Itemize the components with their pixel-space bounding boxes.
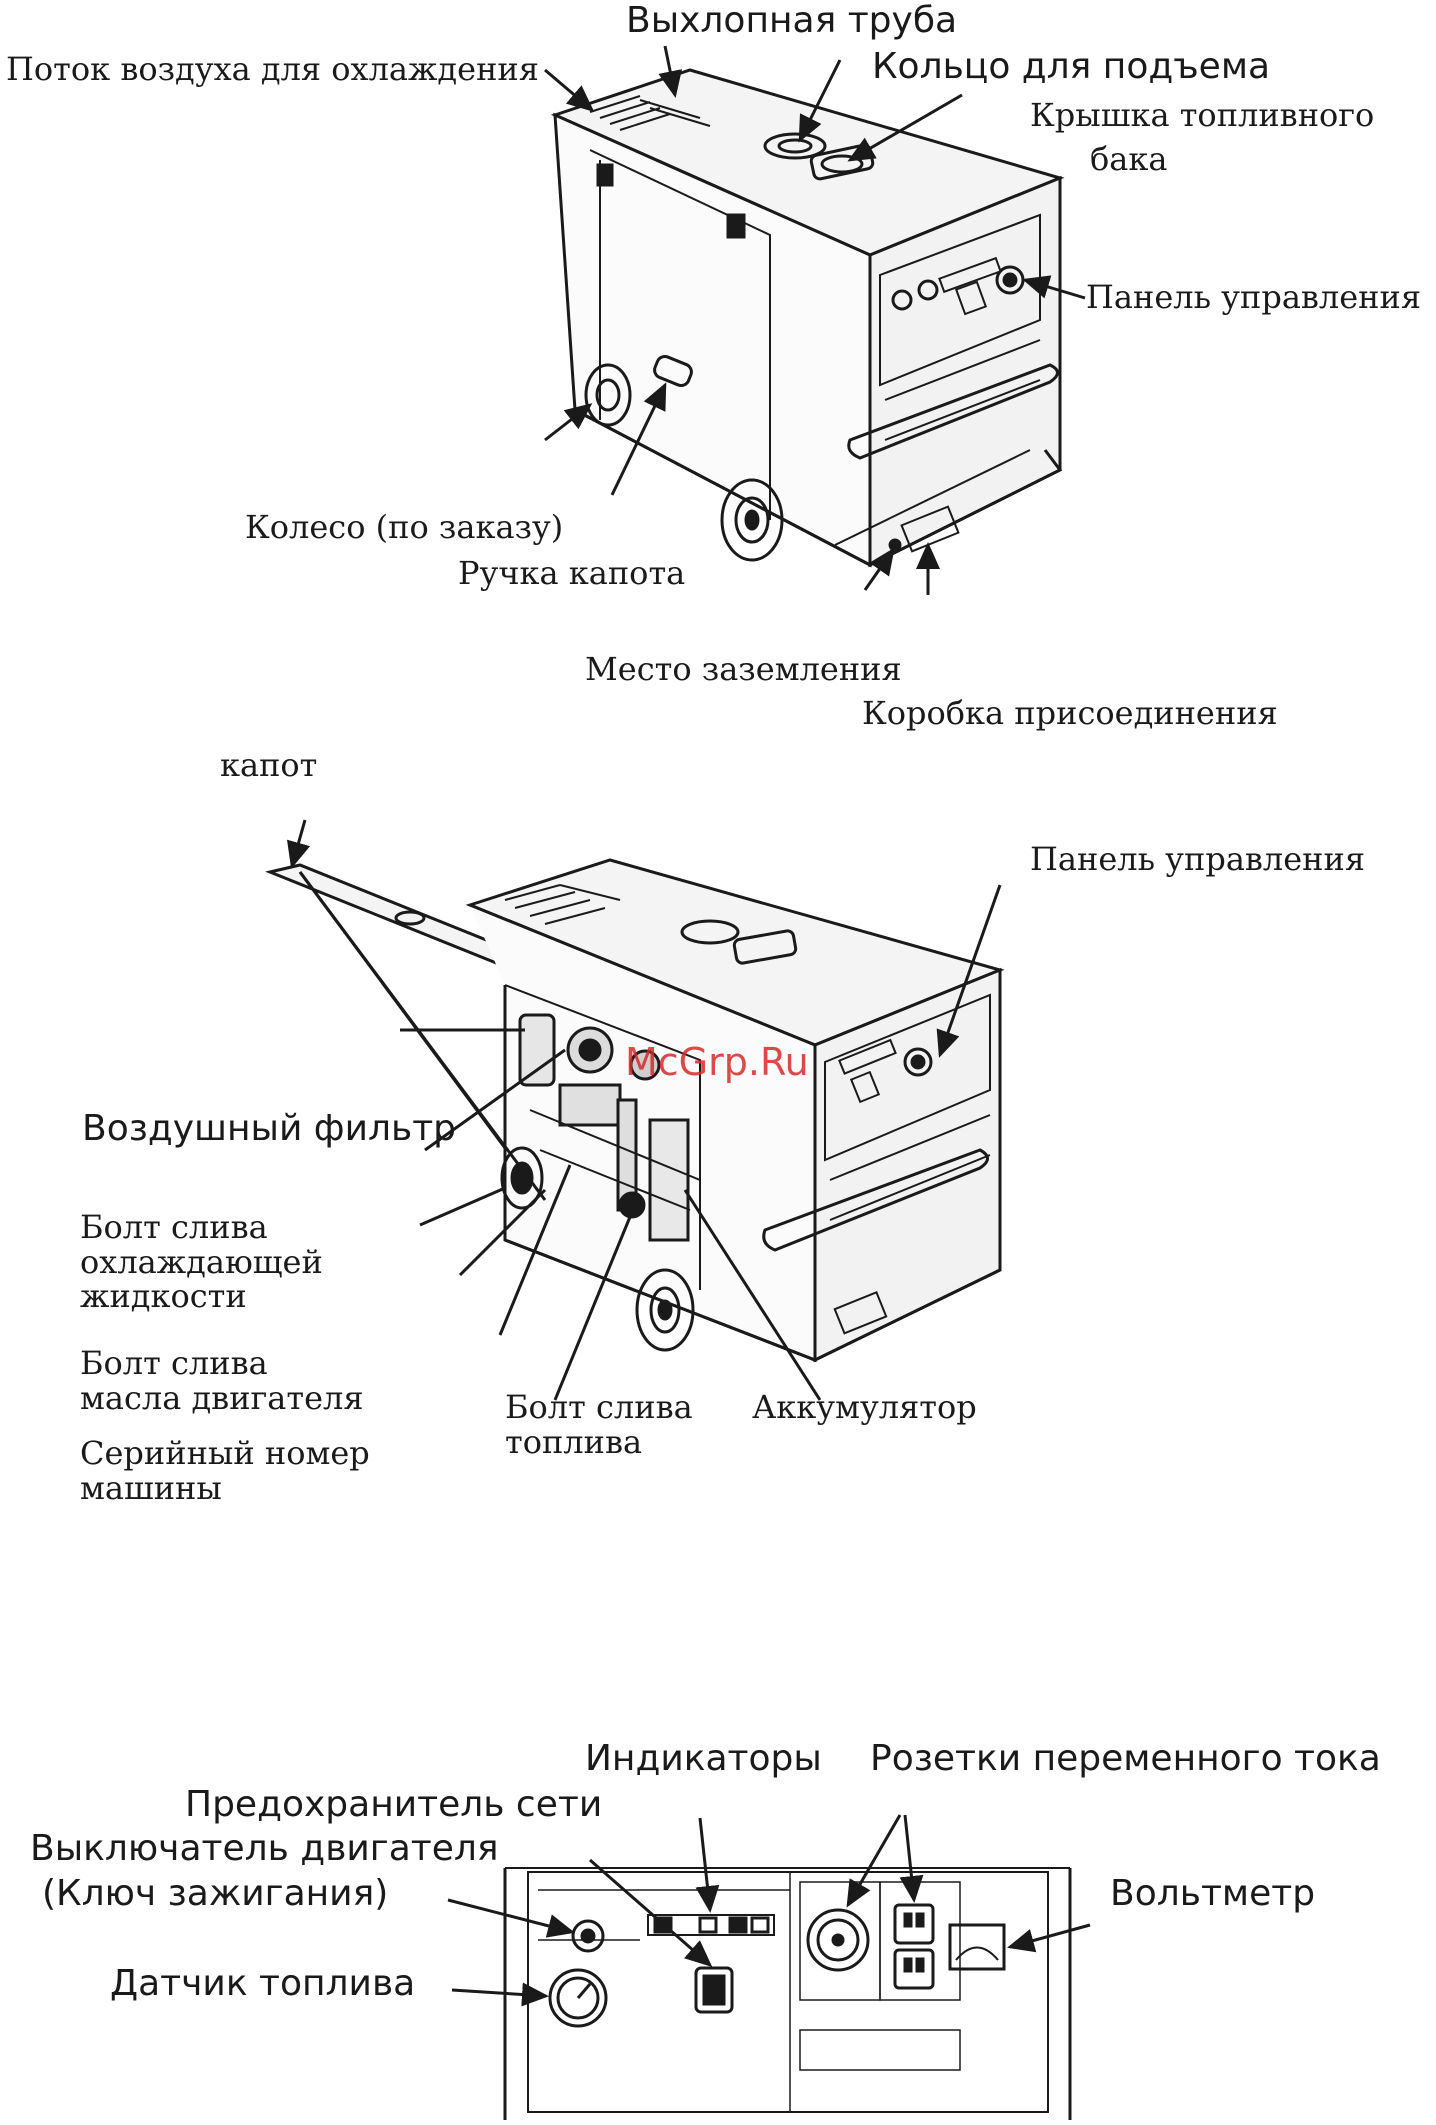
label-grounding-point: Место заземления: [585, 650, 902, 688]
label-control-panel-mid: Панель управления: [1030, 840, 1366, 878]
fig3-leaders: [447, 1814, 1091, 2007]
label-control-panel-top: Панель управления: [1086, 278, 1422, 316]
label-fuel-drain: Болт слива топлива: [505, 1390, 693, 1459]
serial-number-line-1: Серийный номер: [80, 1434, 370, 1472]
label-fuel-gauge: Датчик топлива: [110, 1963, 416, 2004]
label-hood-handle: Ручка капота: [458, 554, 686, 592]
coolant-drain-line-2: охлаждающей: [80, 1242, 323, 1281]
oil-drain-line-1: Болт слива: [80, 1344, 268, 1382]
label-hood: капот: [220, 746, 318, 784]
label-indicators: Индикаторы: [585, 1738, 822, 1779]
watermark: McGrp.Ru: [625, 1040, 809, 1084]
label-battery: Аккумулятор: [752, 1388, 977, 1426]
label-cooling-airflow: Поток воздуха для охлаждения: [6, 50, 539, 88]
coolant-drain-line-1: Болт слива: [80, 1208, 268, 1246]
generator-closed-drawing: [550, 68, 1065, 568]
label-exhaust-pipe: Выхлопная труба: [626, 0, 958, 41]
coolant-drain-line-3: жидкости: [80, 1277, 247, 1316]
label-mains-fuse: Предохранитель сети: [185, 1784, 603, 1825]
label-ac-sockets: Розетки переменного тока: [870, 1738, 1381, 1779]
fuel-drain-line-2: топлива: [505, 1422, 643, 1461]
generator-open-drawing: [265, 858, 1005, 1363]
control-panel-drawing: [503, 1867, 1072, 2120]
serial-number-line-2: машины: [80, 1468, 222, 1507]
label-engine-switch-2: (Ключ зажигания): [42, 1873, 389, 1914]
label-air-filter: Воздушный фильтр: [82, 1108, 457, 1149]
fuel-drain-line-1: Болт слива: [505, 1388, 693, 1426]
label-engine-switch-1: Выключатель двигателя: [30, 1828, 499, 1869]
label-junction-box: Коробка присоединения: [862, 694, 1278, 732]
fig2-leaders: [286, 819, 1002, 1401]
label-wheel-optional: Колесо (по заказу): [245, 508, 564, 546]
label-coolant-drain: Болт слива охлаждающей жидкости: [80, 1210, 323, 1314]
label-lifting-ring: Кольцо для подъема: [872, 46, 1271, 87]
fig1-leaders: [544, 45, 1086, 595]
oil-drain-line-2: масла двигателя: [80, 1378, 364, 1417]
label-fuel-cap-2: бака: [1090, 140, 1168, 178]
label-oil-drain: Болт слива масла двигателя: [80, 1346, 364, 1415]
label-voltmeter: Вольтметр: [1110, 1873, 1316, 1914]
label-fuel-cap-1: Крышка топливного: [1030, 96, 1375, 134]
label-serial-number: Серийный номер машины: [80, 1436, 370, 1505]
